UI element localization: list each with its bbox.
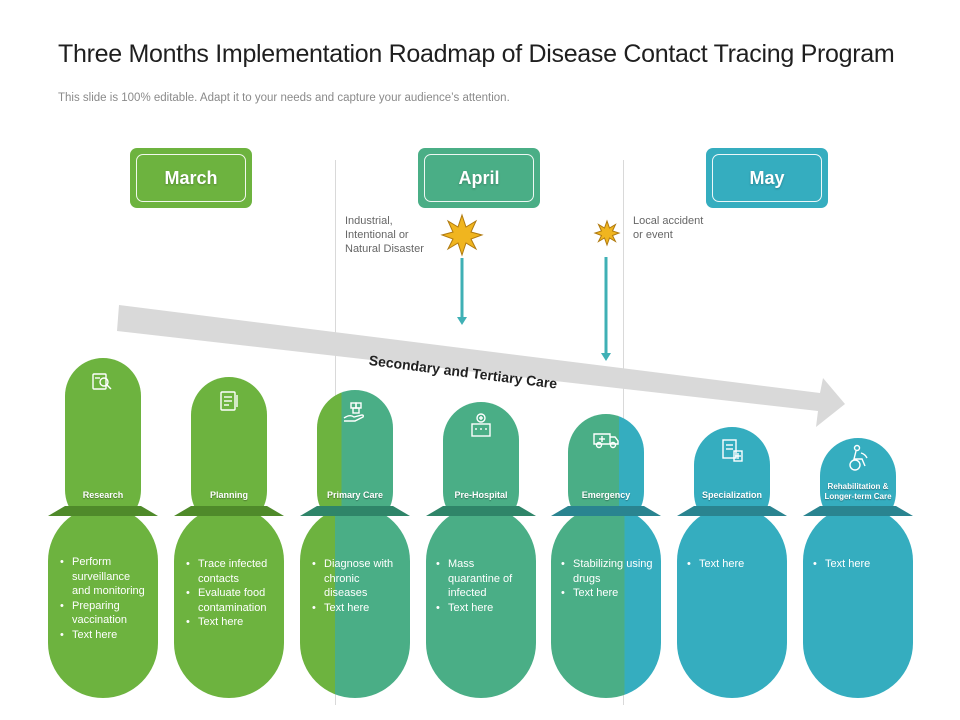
- stage-label: Primary Care: [326, 490, 384, 500]
- stage-items: Diagnose with chronic diseases Text here: [310, 557, 404, 615]
- note-accident: Local accident or event: [633, 215, 704, 241]
- stage-label: Pre-Hospital: [454, 490, 508, 500]
- ambulance-icon: [592, 426, 620, 455]
- burst-icon: [440, 213, 484, 257]
- stage-card-research: Research Perform surveillance and monito…: [48, 358, 158, 698]
- stage-items: Trace infected contacts Evaluate food co…: [184, 557, 276, 630]
- card-shape: [551, 414, 661, 698]
- stage-label: Specialization: [701, 490, 763, 500]
- note-disaster: Industrial, Intentional or Natural Disas…: [345, 215, 424, 255]
- drop-arrow: [457, 258, 467, 325]
- stage-card-rehabilitation: Rehabilitation & Longer-term Care Text h…: [803, 438, 913, 698]
- list-item: Text here: [184, 615, 276, 630]
- stage-items: Stabilizing using drugs Text here: [559, 557, 653, 601]
- list-item: Text here: [58, 628, 150, 643]
- page-subtitle: This slide is 100% editable. Adapt it to…: [58, 92, 510, 104]
- research-icon: [90, 370, 114, 399]
- stage-items: Perform surveillance and monitoring Prep…: [58, 555, 150, 642]
- stage-label: Emergency: [581, 490, 631, 500]
- card-shape: [300, 390, 410, 698]
- clipboard-icon: [217, 389, 241, 418]
- page-title: Three Months Implementation Roadmap of D…: [58, 40, 895, 68]
- card-shape: [677, 427, 787, 698]
- stage-items: Mass quarantine of infected Text here: [434, 557, 528, 615]
- stage-card-emergency: Emergency Stabilizing using drugs Text h…: [551, 414, 661, 698]
- month-label: April: [424, 154, 534, 202]
- list-item: Text here: [559, 586, 653, 601]
- month-april: April: [418, 148, 540, 208]
- list-item: Evaluate food contamination: [184, 586, 276, 615]
- list-item: Mass quarantine of infected: [434, 557, 528, 601]
- list-item: Text here: [434, 601, 528, 616]
- month-label: May: [712, 154, 822, 202]
- stage-card-primary-care: Primary Care Diagnose with chronic disea…: [300, 390, 410, 698]
- list-item: Perform surveillance and monitoring: [58, 555, 150, 599]
- drop-arrow: [601, 257, 611, 361]
- list-item: Trace infected contacts: [184, 557, 276, 586]
- list-item: Text here: [811, 557, 905, 572]
- wheelchair-icon: [845, 444, 871, 477]
- stage-label: Research: [82, 490, 124, 500]
- card-shape: [803, 438, 913, 698]
- care-hand-icon: [342, 400, 368, 429]
- list-item: Diagnose with chronic diseases: [310, 557, 404, 601]
- stage-label: Planning: [210, 490, 248, 500]
- stage-card-planning: Planning Trace infected contacts Evaluat…: [174, 377, 284, 698]
- list-item: Preparing vaccination: [58, 599, 150, 628]
- list-item: Text here: [685, 557, 779, 572]
- month-label: March: [136, 154, 246, 202]
- arrow-label: Secondary and Tertiary Care: [367, 352, 559, 392]
- list-item: Text here: [310, 601, 404, 616]
- card-shape: [174, 377, 284, 698]
- hospital-icon: [468, 412, 494, 443]
- stage-label: Rehabilitation & Longer-term Care: [824, 482, 892, 501]
- list-item: Stabilizing using drugs: [559, 557, 653, 586]
- card-shape: [426, 402, 536, 698]
- month-march: March: [130, 148, 252, 208]
- month-may: May: [706, 148, 828, 208]
- medical-report-icon: [720, 437, 746, 470]
- stage-card-specialization: Specialization Text here: [677, 427, 787, 698]
- stage-card-pre-hospital: Pre-Hospital Mass quarantine of infected…: [426, 402, 536, 698]
- stage-items: Text here: [811, 557, 905, 572]
- burst-icon: [593, 219, 621, 247]
- stage-items: Text here: [685, 557, 779, 572]
- card-shape: [48, 358, 158, 698]
